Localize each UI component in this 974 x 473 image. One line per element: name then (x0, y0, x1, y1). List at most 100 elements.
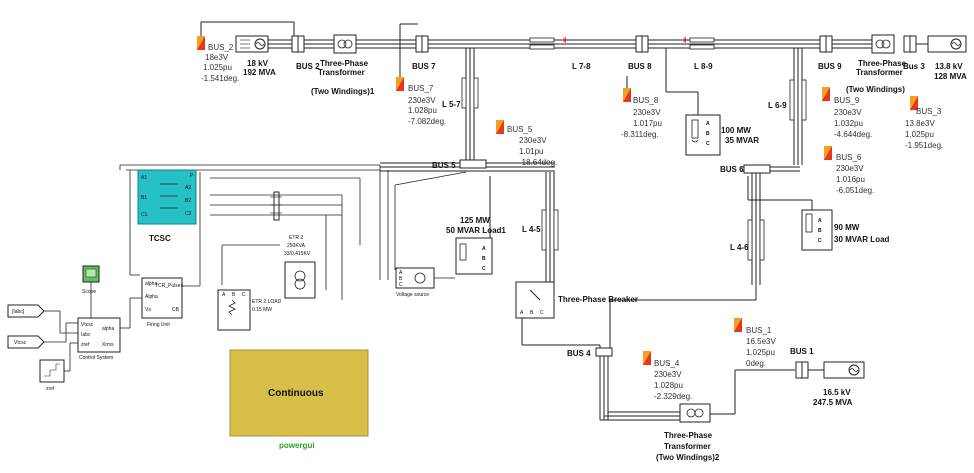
transformer-3[interactable] (871, 34, 895, 54)
bus3-meter-icon[interactable] (910, 96, 918, 110)
vtcsc-input[interactable] (7, 335, 45, 349)
etrload-l2: 0.15 MW (252, 307, 272, 313)
firing-in-alpha2: Alpha (145, 294, 158, 300)
bus5-meter-icon[interactable] (496, 120, 504, 134)
control-wires (44, 172, 201, 372)
tcsc-block[interactable]: A1 B1 C1 A2 B2 C2 P (137, 169, 197, 225)
three-phase-breaker[interactable]: A B C (515, 281, 555, 319)
gen3-kv-label: 13.8 kV (935, 62, 963, 71)
svg-text:A: A (222, 292, 226, 298)
load5-p: 125 MW (460, 216, 490, 225)
bus2-meter-v: 18e3V (205, 53, 229, 62)
tcsc-wires (119, 164, 467, 300)
firing-in-vs: Vs (145, 307, 151, 313)
firing-out-pulses: TCR_Pulses (155, 283, 184, 289)
bus9-label: BUS 9 (818, 62, 842, 71)
svg-text:A: A (399, 270, 403, 276)
control-in-iabc: Iabc (81, 332, 91, 338)
t2-line3: (Two Windings)2 (656, 453, 720, 462)
load6-p: 90 MW (834, 223, 860, 232)
t3-line1: Three-Phase (858, 59, 907, 68)
bus9-meter-deg: -4.644deg. (834, 130, 872, 139)
bus1-meter-icon[interactable] (734, 318, 742, 332)
voltage-source[interactable]: A B C (395, 267, 435, 289)
bus7-meter-icon[interactable] (396, 77, 404, 91)
iabc-input-label: [Iabc] (12, 309, 25, 315)
load-bus5[interactable]: A B C (455, 237, 493, 275)
svg-text:C: C (540, 310, 544, 316)
t1-line1: Three-Phase (320, 59, 369, 68)
load-bus8[interactable]: A B C (685, 114, 721, 156)
bus8-meter-v: 230e3V (633, 108, 661, 117)
etr2-transformer[interactable] (270, 191, 316, 299)
load5-q: 50 MVAR Load1 (446, 226, 506, 235)
bus9-meter-icon[interactable] (822, 87, 830, 101)
tcsc-port-b1: B1 (141, 195, 147, 201)
bus8-block[interactable] (635, 35, 649, 53)
line78-label: L 7-8 (572, 62, 591, 71)
svg-text:B: B (706, 131, 710, 137)
bus4-label: BUS 4 (567, 349, 591, 358)
line-8-9[interactable] (682, 37, 715, 50)
bus8-meter-icon[interactable] (623, 88, 631, 102)
svg-text:A: A (706, 121, 710, 127)
powergui-block[interactable]: Continuous (229, 349, 369, 437)
bus6-meter-deg: -6.051deg. (836, 186, 874, 195)
bus8-meter-deg: -8.311deg. (621, 130, 659, 139)
transformer-2[interactable] (679, 403, 711, 423)
powergui-title: Continuous (268, 388, 324, 399)
bus7-label: BUS 7 (412, 62, 436, 71)
generator-2[interactable] (235, 35, 269, 53)
bus5-block[interactable] (459, 159, 487, 169)
load8-q: 35 MVAR (725, 136, 759, 145)
bus4-block[interactable] (595, 347, 613, 357)
line-4-6[interactable] (747, 219, 765, 261)
scope-label: Scope (82, 289, 96, 295)
iabc-input[interactable] (7, 304, 45, 318)
svg-text:C: C (242, 292, 246, 298)
firing-unit[interactable]: alpha Alpha Vs TCR_Pulses CB (141, 277, 184, 319)
svg-text:A: A (818, 218, 822, 224)
bus1-block[interactable] (795, 361, 809, 379)
bus3-meter-deg: -1.951deg. (905, 141, 943, 150)
tcsc-port-c2: C2 (185, 211, 192, 217)
bus8-meter-name: BUS_8 (633, 96, 659, 105)
zref-input[interactable] (39, 359, 65, 383)
t3-line3: (Two Windings) (846, 85, 905, 94)
generator-1[interactable] (823, 361, 865, 379)
control-out-alpha: alpha (102, 326, 114, 332)
svg-text:C: C (818, 238, 822, 244)
generator-3[interactable] (916, 35, 967, 53)
bus3-block[interactable] (903, 35, 917, 53)
bus9-block[interactable] (819, 35, 833, 53)
tcsc-port-p: P (190, 173, 194, 179)
line-4-5[interactable] (541, 209, 559, 251)
line-6-9[interactable] (789, 79, 807, 121)
bus6-meter-icon[interactable] (824, 146, 832, 160)
bus7-block[interactable] (415, 35, 429, 53)
bus5-meter-name: BUS_5 (507, 125, 533, 134)
load-bus6[interactable]: A B C (801, 209, 833, 251)
line-7-8[interactable] (529, 37, 566, 50)
firing-out-cb: CB (172, 307, 180, 313)
bus5-meter-v: 230e3V (519, 136, 547, 145)
svg-text:B: B (399, 276, 403, 282)
control-system[interactable]: Vtcsc Iabc zref alpha Xrms (77, 317, 121, 353)
line-5-7[interactable] (461, 77, 479, 109)
bus7-meter-v: 230e3V (408, 96, 436, 105)
bus9-meter-name: BUS_9 (834, 96, 860, 105)
bus4-meter-icon[interactable] (643, 351, 651, 365)
etr2-load[interactable]: A B C (217, 289, 251, 331)
bus2-meter-icon[interactable] (197, 36, 205, 50)
breaker-label: Three-Phase Breaker (558, 295, 638, 304)
etr-l3: 33/0.415KV (284, 251, 311, 257)
bus6-block[interactable] (743, 164, 771, 174)
tcsc-title: TCSC (149, 234, 171, 243)
gen1-kv-label: 16.5 kV (823, 388, 851, 397)
vsource-label: Voltage source (396, 292, 429, 298)
scope-block[interactable] (82, 265, 100, 283)
bus2-block[interactable] (291, 35, 305, 53)
transformer-1[interactable] (333, 34, 357, 54)
bus6-meter-v: 230e3V (836, 164, 864, 173)
